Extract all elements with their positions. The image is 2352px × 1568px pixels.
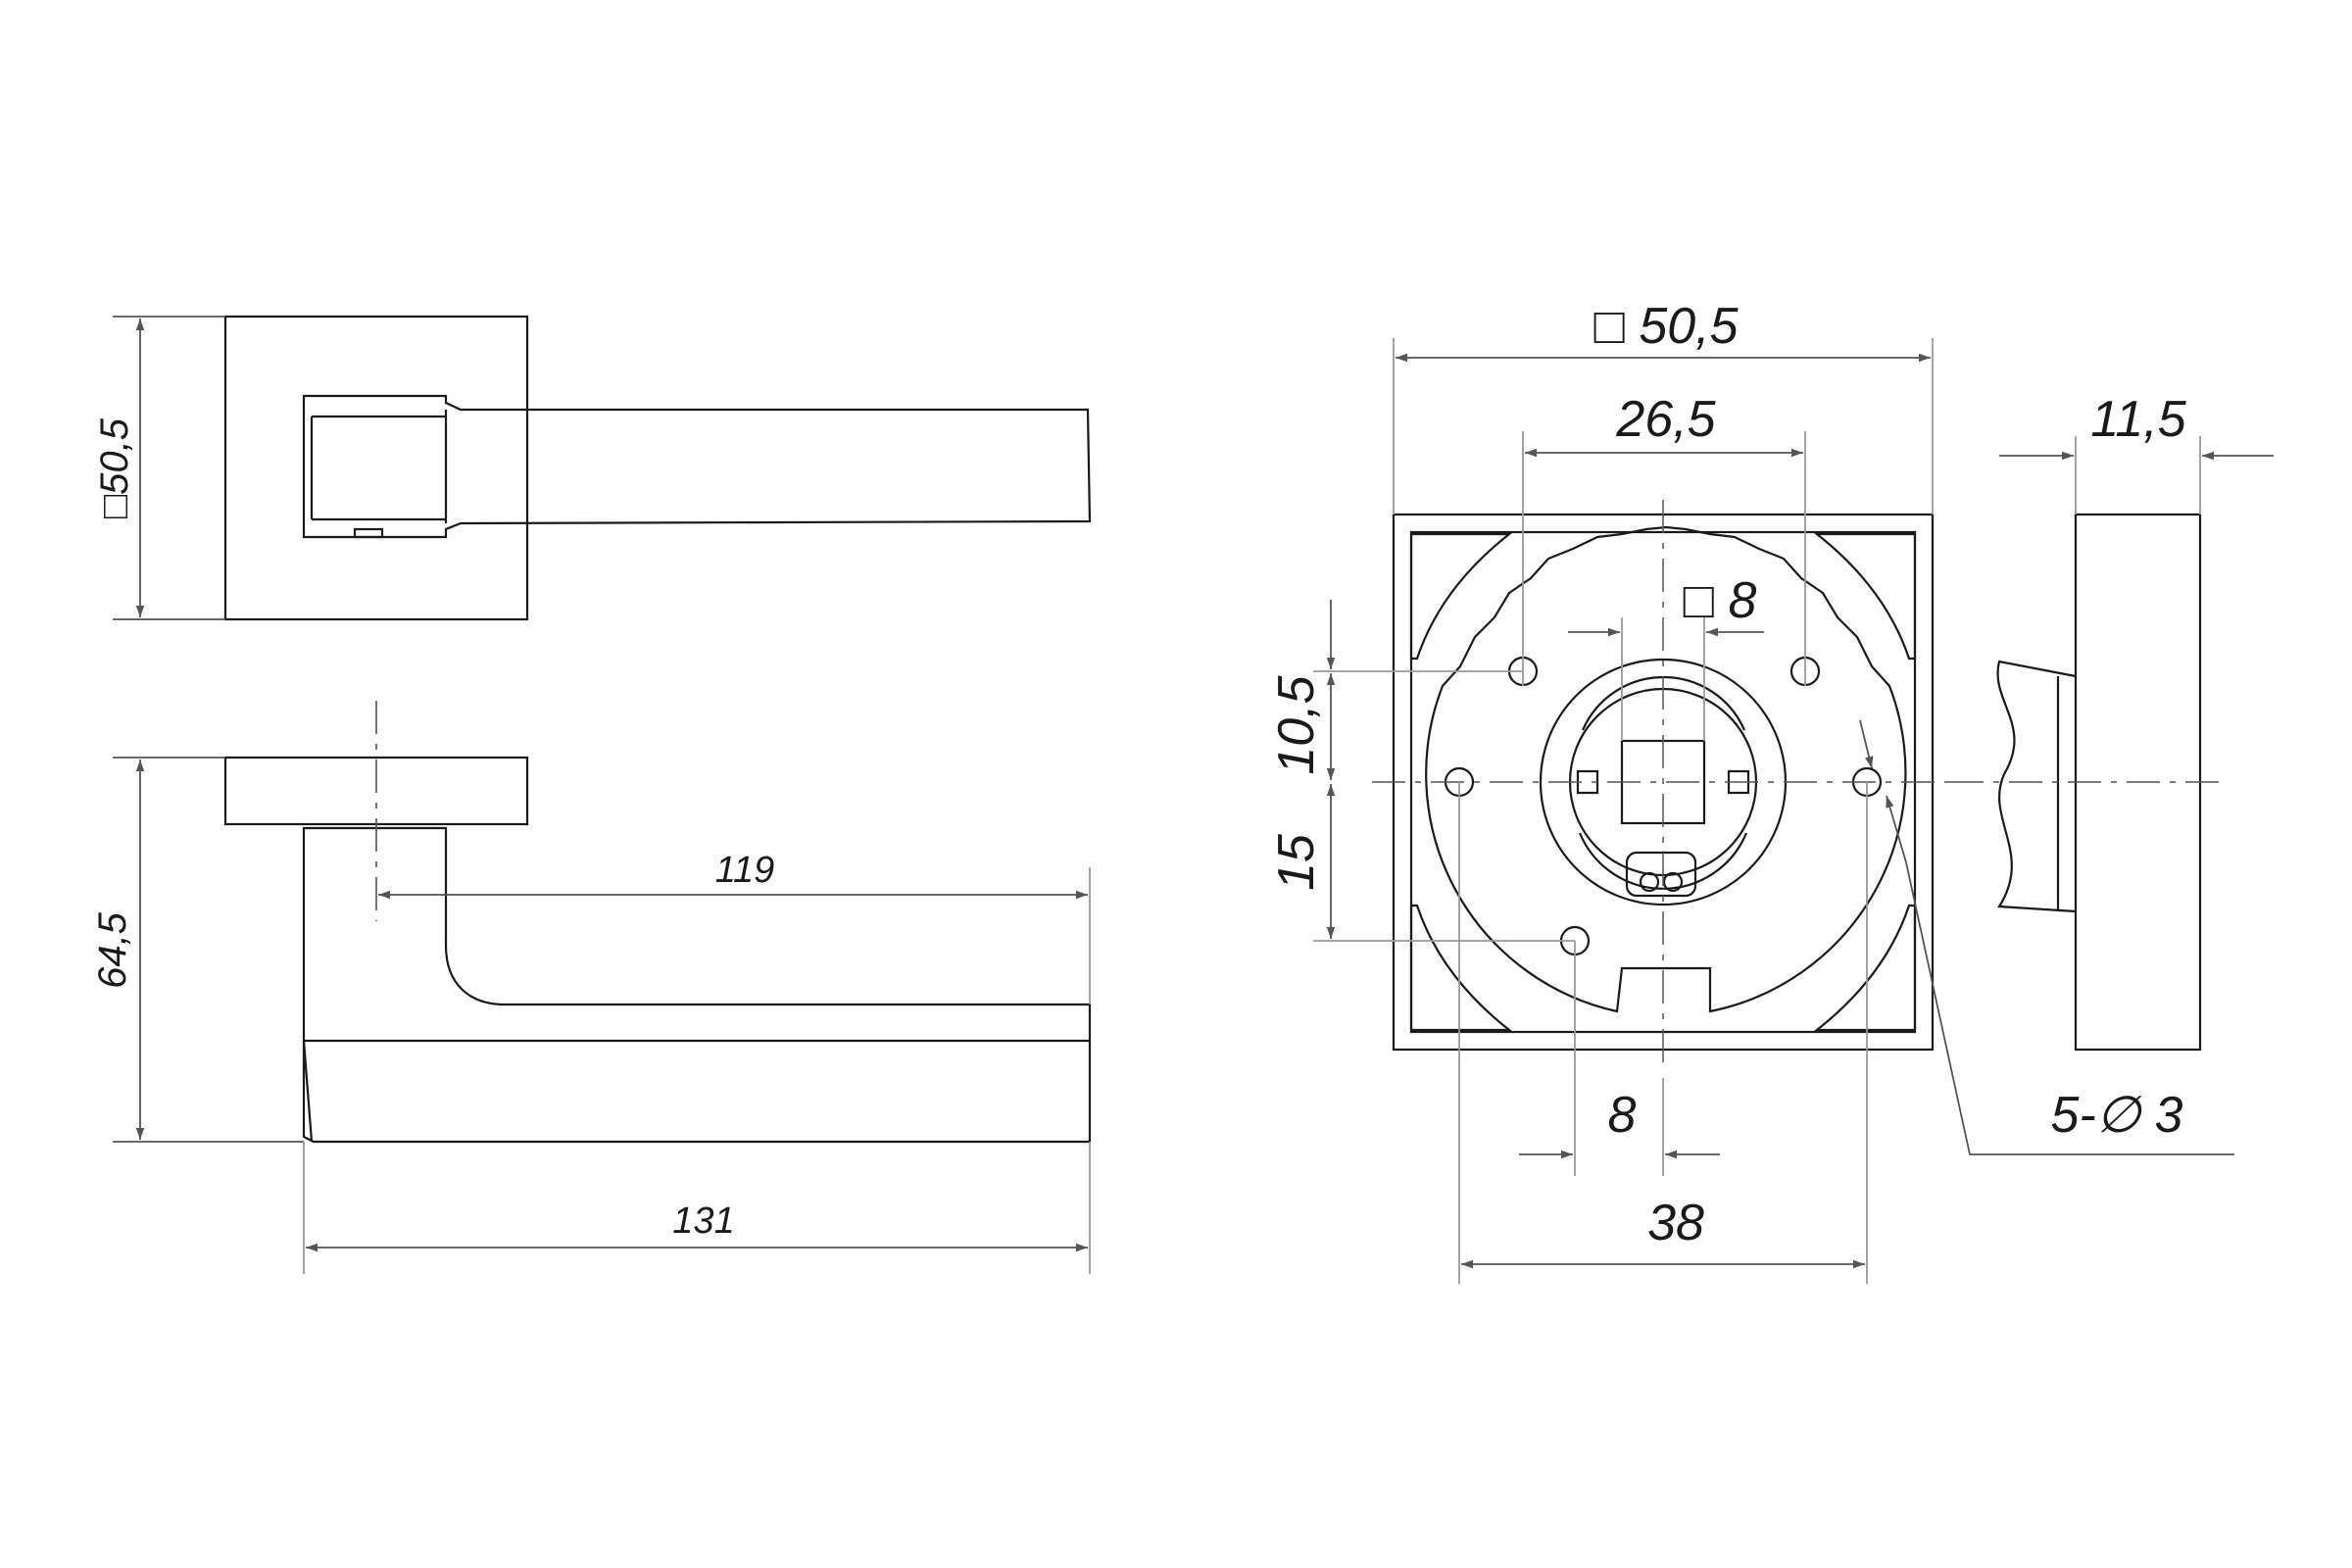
rosette-holes-label: 5-∅ 3: [2051, 1087, 2183, 1144]
side-view-lever: [302, 826, 1092, 1144]
rosette-corner-window-tl: [1409, 532, 1513, 661]
side-view-reach-label: 119: [715, 850, 775, 891]
side-view-length-label: 131: [672, 1200, 734, 1242]
rosette-hole-pitch-top-label: 26,5: [1615, 391, 1716, 448]
rosette-slot-offset-label: 8: [1608, 1087, 1637, 1144]
rosette-tab-screw-left: [1639, 871, 1660, 893]
rosette-corner-window-br: [1813, 904, 1917, 1032]
top-view-lever: [302, 394, 1092, 539]
rosette-plate: [1425, 525, 1907, 1013]
top-view: [113, 315, 1092, 621]
top-view-rose-size-label: □50,5: [93, 417, 136, 518]
top-view-dimension: [113, 316, 225, 620]
side-view-lever-tip: [302, 1040, 314, 1143]
rosette-corner-window-tr: [1813, 532, 1917, 661]
rosette-offset-lower-label: 15: [1268, 833, 1325, 891]
rosette-corner-window-bl: [1409, 904, 1513, 1032]
profile-lever-neck: [1996, 660, 2077, 913]
rosette-offset-upper-label: 10,5: [1268, 674, 1325, 774]
rosette-dimensions: [1313, 338, 2234, 1284]
top-view-rose: [223, 315, 529, 621]
profile-dimension: [1999, 436, 2274, 514]
profile-view: [1950, 436, 2274, 1052]
rosette-centerlines: [1372, 500, 1960, 1068]
top-view-neck-detail: [353, 527, 384, 539]
side-view: [113, 701, 1092, 1274]
rosette-width-label: □ 50,5: [1593, 298, 1739, 355]
top-view-lever-inner: [310, 410, 448, 523]
rosette-spindle-label: □ 8: [1684, 572, 1757, 629]
rosette-hole-pitch-bottom-label: 38: [1647, 1195, 1704, 1251]
side-view-dimensions: [113, 757, 1091, 1274]
rosette-tab-screw-right: [1662, 871, 1684, 893]
rosette-view: [1313, 338, 2234, 1284]
profile-thickness-label: 11,5: [2090, 391, 2186, 448]
side-view-height-label: 64,5: [91, 911, 134, 989]
rosette-bottom-tab: [1625, 851, 1697, 898]
